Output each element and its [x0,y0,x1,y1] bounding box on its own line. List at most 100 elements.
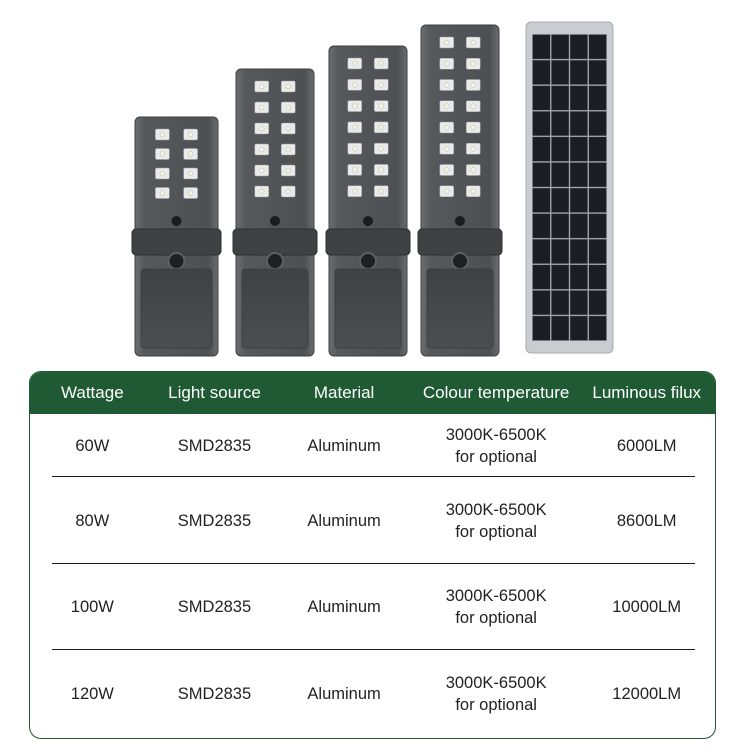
solar-cell [532,34,551,59]
led-lens [187,131,194,138]
led-lens [285,188,291,195]
product-image-area [0,0,750,370]
battery-cover [334,268,402,349]
solar-cell [588,60,607,85]
cell-material: Aluminum [307,436,381,455]
mount-hole [167,252,186,270]
product-illustration [131,21,614,357]
solar-panel-group [525,21,614,354]
led-lens [444,103,450,109]
header-material: Material [313,383,375,402]
mount-hole [359,252,377,270]
led-lens [444,39,450,46]
solar-cell [570,34,588,59]
solar-cell [551,60,569,85]
solar-cell [551,162,569,187]
solar-cell [588,316,607,341]
mount-bracket [417,228,503,256]
solar-cell [551,85,569,111]
solar-cell [570,290,588,315]
solar-cell [551,316,569,341]
led-lens [444,167,450,173]
color-temp-range: 3000K-6500K [445,587,547,605]
cell-colour-temperature: 3000K-6500K for optional [414,424,579,468]
cell-material: Aluminum [307,598,381,616]
led-lens [187,190,194,196]
solar-cell [551,264,569,290]
solar-cell [532,264,551,290]
led-lens [444,61,450,67]
solar-cell [532,290,551,315]
cell-light-source: SMD2835 [177,685,252,703]
header-luminous-flux: Luminous filux [592,383,702,402]
led-lens [444,146,450,152]
solar-cell [570,137,588,162]
cell-lumens: 12000LM [612,685,682,703]
led-lens [470,61,476,67]
led-lens [259,83,265,90]
led-lens [352,60,358,67]
mount-bracket [131,228,222,256]
led-lens [259,125,265,132]
solar-cell [551,34,569,59]
lamp-large [325,45,411,357]
led-lens [285,104,291,111]
solar-cell [570,111,588,136]
led-lens [378,145,384,152]
mount-hole [266,252,284,270]
solar-cell [532,316,551,341]
solar-cell [588,162,607,187]
battery-cover [241,268,309,349]
led-lens [187,170,194,177]
solar-cell [570,188,588,213]
led-lens [159,131,166,138]
table-row: 80W SMD2835 Aluminum 3000K-6500K for opt… [30,477,715,564]
solar-cell [588,188,607,213]
led-lens [285,83,291,90]
led-lens [378,188,384,194]
color-temp-note: for optional [455,447,537,466]
solar-cell [570,60,588,85]
solar-cell [570,162,588,187]
solar-cell [551,290,569,315]
led-lens [285,167,291,174]
cell-lumens: 6000LM [616,436,677,455]
cell-colour-temperature: 3000K-6500K for optional [414,672,579,716]
lamps-group [131,24,503,357]
led-lens [470,124,476,131]
spec-table: Wattage Light source Material Colour tem… [29,371,716,739]
solar-cell [551,188,569,213]
sensor-dot [171,216,182,226]
solar-cell [532,162,551,187]
solar-cell [588,239,607,264]
led-lens [378,124,384,131]
led-lens [352,188,358,194]
color-temp-range: 3000K-6500K [445,674,547,692]
color-temp-note: for optional [455,522,537,541]
table-row: 120W SMD2835 Aluminum 3000K-6500K for op… [30,650,715,738]
led-lens [259,167,265,174]
solar-cell [570,316,588,341]
cell-colour-temperature: 3000K-6500K for optional [414,585,579,629]
header-light-source: Light source [168,383,261,402]
cell-wattage: 80W [75,511,110,530]
table-row: 60W SMD2835 Aluminum 3000K-6500K for opt… [30,414,715,477]
cell-wattage: 100W [70,598,114,616]
led-lens [470,188,476,194]
color-temp-note: for optional [455,609,537,627]
row-divider [52,649,695,650]
solar-cell [588,290,607,315]
cell-light-source: SMD2835 [177,511,252,530]
color-temp-range: 3000K-6500K [445,500,547,519]
solar-cell [588,137,607,162]
row-divider [52,563,695,564]
led-lens [444,124,450,131]
led-lens [444,188,450,194]
solar-cell [570,85,588,111]
cell-light-source: SMD2835 [177,436,252,455]
mount-bracket [232,228,318,256]
solar-cell [532,213,551,238]
solar-cell [570,239,588,264]
led-lens [352,124,358,131]
led-lens [470,167,476,173]
